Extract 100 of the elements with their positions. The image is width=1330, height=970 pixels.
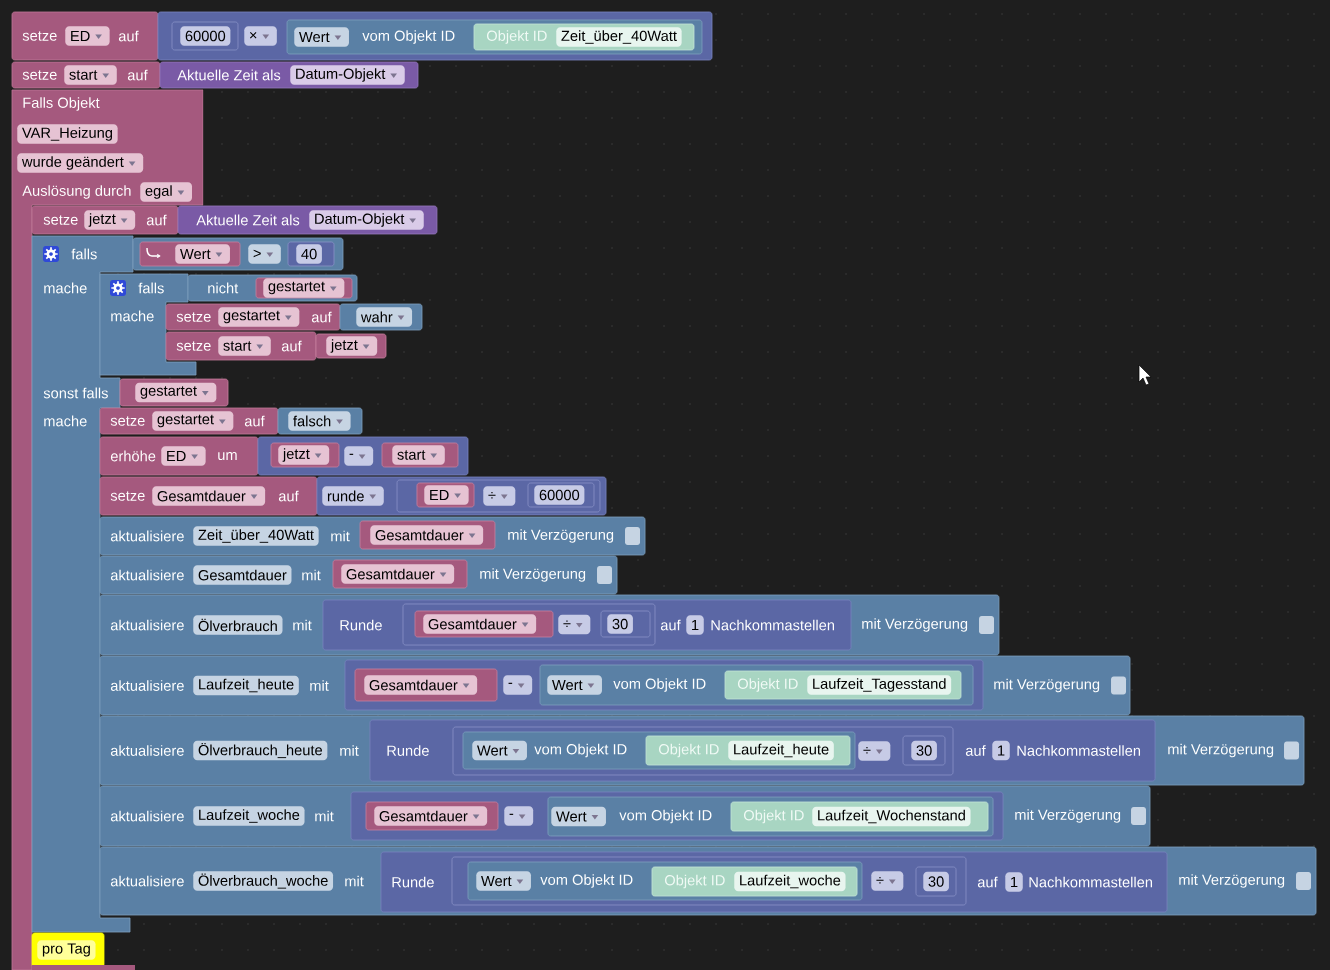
block-label: Nachkommastellen bbox=[1017, 745, 1140, 756]
dropdown-field: ÷ bbox=[858, 741, 891, 761]
text-field: pro Tag bbox=[37, 940, 96, 960]
block-label: Nachkommastellen bbox=[711, 619, 834, 631]
block-label: auf bbox=[311, 311, 332, 323]
block-label: Aktuelle Zeit als bbox=[177, 69, 281, 81]
block-label: mit Verzögerung bbox=[1015, 809, 1121, 823]
block-label: mit Verzögerung bbox=[480, 568, 586, 582]
dropdown-field: - bbox=[504, 806, 534, 826]
text-field: Zeit_über_40Watt bbox=[193, 526, 319, 546]
dropdown-field: Gesamtdauer bbox=[374, 806, 488, 826]
block-label: aktualisiere bbox=[110, 619, 184, 631]
text-field: 1 bbox=[686, 615, 704, 635]
block-label: mit bbox=[310, 680, 329, 691]
text-field: 30 bbox=[607, 614, 633, 634]
dropdown-field: egal bbox=[140, 182, 192, 202]
block-label: vom Objekt ID bbox=[540, 874, 633, 888]
block-label: mit Verzögerung bbox=[862, 618, 968, 632]
block-label: mit bbox=[331, 530, 350, 542]
dropdown-field: - bbox=[344, 446, 374, 466]
text-field: 1 bbox=[1005, 872, 1023, 892]
block-label: um bbox=[218, 452, 237, 461]
block-label: auf bbox=[244, 415, 265, 427]
block-label: mache bbox=[44, 415, 87, 427]
text-field: 60000 bbox=[534, 485, 585, 505]
block-label: auf bbox=[977, 876, 998, 888]
block-label: mit Verzögerung bbox=[1168, 743, 1274, 758]
dropdown-field: - bbox=[503, 675, 533, 695]
dropdown-field: Datum-Objekt bbox=[290, 65, 405, 85]
text-field: 60000 bbox=[180, 26, 231, 46]
block-label: erhöhe bbox=[110, 450, 156, 462]
text-field: 40 bbox=[296, 244, 322, 264]
dropdown-field: jetzt bbox=[84, 210, 136, 230]
dropdown-field: × bbox=[244, 26, 277, 46]
dropdown-field: ÷ bbox=[871, 871, 904, 891]
block-label: mit bbox=[302, 569, 321, 581]
block-label: nicht bbox=[208, 282, 239, 294]
block-label: setze bbox=[176, 341, 211, 351]
block-label: auf bbox=[278, 490, 299, 502]
dropdown-field: wurde geändert bbox=[17, 153, 144, 173]
block-label: auf bbox=[965, 745, 986, 756]
dropdown-field: start bbox=[64, 65, 117, 85]
block-label: Objekt ID bbox=[743, 809, 804, 824]
block-label: aktualisiere bbox=[110, 875, 184, 887]
dropdown-field: jetzt bbox=[278, 445, 330, 465]
text-field: Laufzeit_Tagesstand bbox=[807, 675, 952, 695]
block-label: setze bbox=[176, 312, 211, 322]
block-label: Auslösung durch bbox=[22, 185, 131, 199]
block-label: Objekt ID bbox=[658, 743, 719, 758]
block-label: mit Verzögerung bbox=[994, 678, 1100, 693]
dropdown-field: Gesamtdauer bbox=[152, 486, 266, 506]
block-label: Runde bbox=[340, 619, 382, 631]
dropdown-field: wahr bbox=[356, 307, 413, 327]
block-label: auf bbox=[127, 69, 148, 81]
text-field: Ölverbrauch bbox=[193, 615, 283, 635]
block-label: auf bbox=[281, 340, 302, 352]
text-field: VAR_Heizung bbox=[17, 124, 118, 144]
dropdown-field: Wert bbox=[175, 244, 230, 264]
dropdown-field: Gesamtdauer bbox=[370, 525, 484, 545]
block-label: mit Verzögerung bbox=[1179, 874, 1285, 888]
block-label: Objekt ID bbox=[486, 30, 547, 44]
block-label: Runde bbox=[392, 876, 434, 888]
block-label: mache bbox=[111, 310, 154, 322]
block-label: Nachkommastellen bbox=[1029, 876, 1152, 888]
block-label: auf bbox=[660, 619, 681, 631]
dropdown-field: falsch bbox=[288, 411, 351, 431]
block-label: mit bbox=[315, 810, 334, 822]
block-label: aktualisiere bbox=[110, 810, 184, 822]
block-label: auf bbox=[146, 214, 167, 226]
text-field: Ölverbrauch_woche bbox=[193, 871, 334, 891]
text-field: Gesamtdauer bbox=[193, 565, 292, 585]
block-label: Objekt ID bbox=[737, 678, 798, 692]
block-label: mit bbox=[345, 875, 364, 887]
block-label: falls bbox=[138, 282, 164, 294]
block-label: sonst falls bbox=[43, 387, 108, 399]
block-label: setze bbox=[22, 70, 57, 80]
dropdown-field: Wert bbox=[476, 871, 531, 891]
dropdown-field: Gesamtdauer bbox=[423, 614, 537, 634]
dropdown-field: Wert bbox=[294, 27, 349, 47]
text-field: Zeit_über_40Watt bbox=[556, 27, 682, 47]
dropdown-field: runde bbox=[322, 486, 384, 506]
block-label: aktualisiere bbox=[110, 745, 184, 756]
block-label: Falls Objekt bbox=[23, 97, 100, 111]
dropdown-field: jetzt bbox=[326, 336, 378, 356]
dropdown-field: gestartet bbox=[218, 307, 300, 327]
block-label: vom Objekt ID bbox=[362, 30, 455, 44]
block-label: Aktuelle Zeit als bbox=[196, 214, 300, 226]
block-label: aktualisiere bbox=[110, 530, 184, 542]
block-label: mit bbox=[340, 745, 359, 756]
block-label: mache bbox=[44, 282, 87, 294]
block-label: setze bbox=[110, 491, 145, 501]
dropdown-field: ED bbox=[424, 485, 469, 505]
dropdown-field: ED bbox=[65, 26, 110, 46]
text-field: Laufzeit_woche bbox=[193, 806, 305, 826]
dropdown-field: Gesamtdauer bbox=[364, 675, 478, 695]
block-label: Objekt ID bbox=[664, 874, 725, 889]
block-label: vom Objekt ID bbox=[613, 678, 706, 692]
block-label: mit bbox=[293, 619, 312, 631]
block-label: setze bbox=[43, 215, 78, 225]
block-label: aktualisiere bbox=[110, 680, 184, 691]
